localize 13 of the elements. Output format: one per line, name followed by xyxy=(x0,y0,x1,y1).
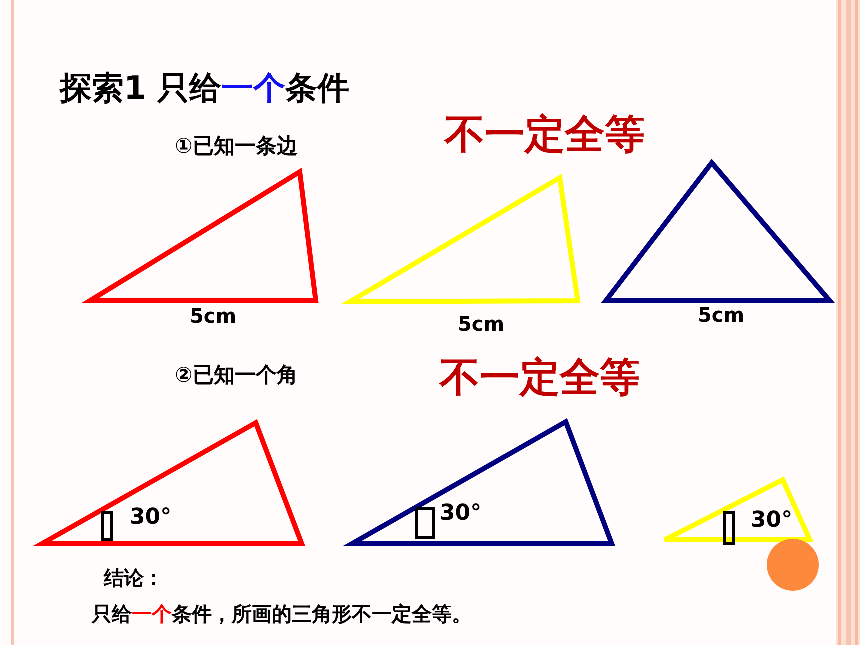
title: 探索1 只给一个条件 xyxy=(60,72,350,104)
angle-label: 30° xyxy=(751,510,793,532)
condition-text: ②已知一个角 xyxy=(175,365,298,386)
conclusion-text: 只给一个条件，所画的三角形不一定全等。 xyxy=(92,604,472,624)
conclusion-heading: 结论： xyxy=(104,568,164,588)
length-label: 5cm xyxy=(698,305,745,325)
angle-label: 30° xyxy=(440,503,482,525)
length-label: 5cm xyxy=(458,314,505,334)
length-label: 5cm xyxy=(190,306,237,326)
condition-text: ①已知一条边 xyxy=(175,136,298,157)
angle-label: 30° xyxy=(130,507,172,529)
result-text: 不一定全等 xyxy=(440,358,640,398)
result-text: 不一定全等 xyxy=(445,115,645,155)
